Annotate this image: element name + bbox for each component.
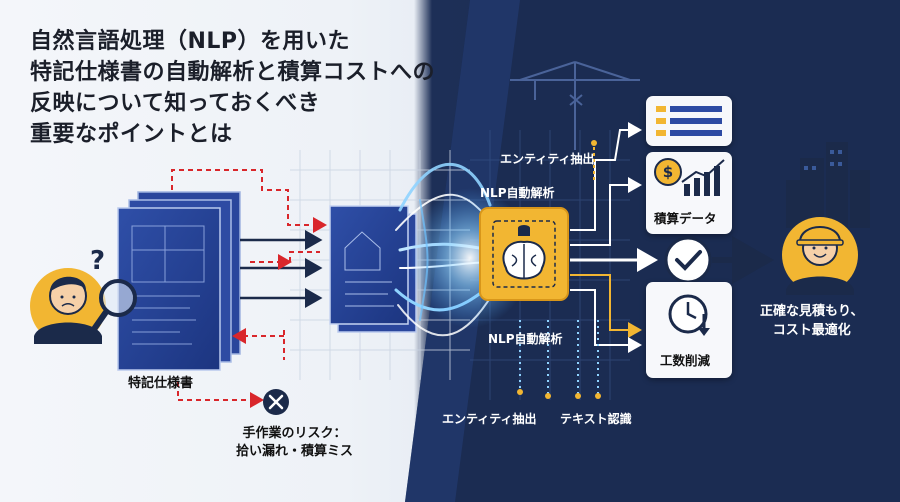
processed-document-icon [329,205,417,333]
node-dots [517,140,601,399]
error-x-icon [263,389,289,415]
spec-doc-label: 特記仕様書 [128,376,194,391]
estimate-data-card: $ 積算データ [646,152,732,234]
title-line-1: 自然言語処理（NLP）を用いた [30,29,351,54]
man-hour-label: 工数削減 [660,353,711,368]
engineer-avatar [782,217,858,295]
nlp-analysis-bottom-label: NLP自動解析 [488,332,563,346]
checkmark-icon [664,236,712,284]
page-title: 自然言語処理（NLP）を用いた 特記仕様書の自動解析と積算コストへの 反映につい… [30,26,435,150]
flow-arrows-left [240,230,323,308]
manual-risk-label: 手作業のリスク： 拾い漏れ・積算ミス [236,425,353,461]
spec-document-stack-icon [117,191,241,371]
estimate-data-label: 積算データ [654,211,717,226]
clock-down-icon [668,294,710,336]
result-line-2: コスト最適化 [772,323,851,338]
man-hour-card: 工数削減 [646,282,732,378]
nlp-processor-icon [479,207,569,301]
title-line-4: 重要なポイントとは [30,122,233,147]
coin-icon: $ [654,158,682,186]
question-mark-icon: ? [90,246,106,276]
text-recognition-label: テキスト認識 [560,412,632,426]
city-buildings-icon [786,142,870,228]
manual-risk-line-2: 拾い漏れ・積算ミス [236,444,354,459]
result-label: 正確な見積もり、 コスト最適化 [760,302,863,340]
magnifier-icon [89,279,137,335]
title-line-3: 反映について知っておくべき [30,91,321,116]
manual-risk-line-1: 手作業のリスク： [242,426,347,441]
title-line-2: 特記仕様書の自動解析と積算コストへの [30,60,436,85]
risk-dashed-paths [171,169,327,408]
result-line-1: 正確な見積もり、 [760,304,864,319]
growth-chart-icon [681,159,725,196]
entity-extraction-top-label: エンティティ抽出 [500,152,595,166]
crane-icon [510,61,640,150]
report-card [646,96,732,146]
nlp-analysis-top-label: NLP自動解析 [480,186,555,200]
entity-extraction-bottom-label: エンティティ抽出 [442,412,537,426]
worried-person-avatar [30,268,106,344]
output-flows [519,122,658,395]
